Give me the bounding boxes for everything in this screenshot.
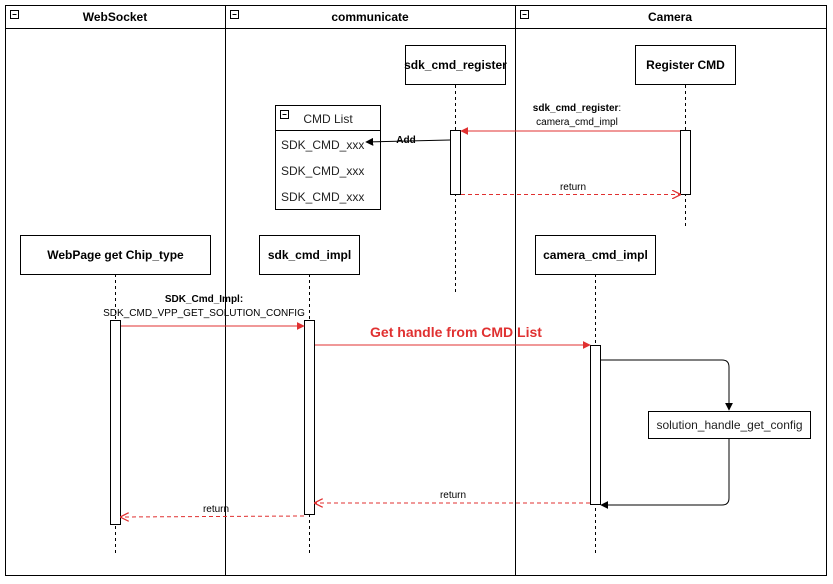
message-label-register-colon: : (618, 103, 621, 114)
minus-box-icon[interactable] (520, 10, 529, 19)
message-label-get-handle: Get handle from CMD List (370, 324, 542, 340)
message-arrow-return-webpage (121, 516, 305, 517)
message-label-return-camera: return (440, 490, 466, 501)
cmd-list-item: SDK_CMD_xxx (281, 190, 364, 204)
swimlanes (5, 5, 827, 576)
participant-webpage[interactable]: WebPage get Chip_type (20, 235, 211, 275)
participant-sdk-cmd-register[interactable]: sdk_cmd_register (404, 45, 507, 85)
lane-title-communicate: communicate (331, 10, 409, 24)
participant-label: camera_cmd_impl (543, 248, 648, 262)
self-call-arrow (601, 359, 733, 411)
participant-label: solution_handle_get_config (656, 418, 802, 432)
participant-solution-handle[interactable]: solution_handle_get_config (648, 411, 811, 439)
message-label-impl-arg: SDK_CMD_VPP_GET_SOLUTION_CONFIG (103, 308, 305, 319)
message-label-impl-name: SDK_Cmd_Impl: (165, 294, 243, 305)
minus-box-icon[interactable] (230, 10, 239, 19)
message-label-add: Add (396, 135, 415, 146)
cmd-list-title: CMD List (303, 112, 353, 126)
participant-label: sdk_cmd_impl (268, 248, 351, 262)
participant-label: sdk_cmd_register (404, 58, 507, 72)
minus-box-icon[interactable] (280, 110, 289, 119)
participant-label: WebPage get Chip_type (47, 248, 184, 262)
message-arrow-add (365, 137, 451, 146)
lane-title-camera: Camera (648, 10, 692, 24)
cmd-list-item: SDK_CMD_xxx (281, 164, 364, 178)
participant-label: Register CMD (646, 58, 725, 72)
minus-box-icon[interactable] (10, 10, 19, 19)
message-label-register-arg: camera_cmd_impl (536, 117, 618, 128)
cmd-list[interactable]: CMD List SDK_CMD_xxx SDK_CMD_xxx SDK_CMD… (275, 105, 381, 210)
activation-bars (110, 130, 691, 525)
lane-title-websocket: WebSocket (83, 10, 147, 24)
participant-sdk-cmd-impl[interactable]: sdk_cmd_impl (259, 235, 360, 275)
cmd-list-item: SDK_CMD_xxx (281, 138, 364, 152)
message-label-register-name: sdk_cmd_register (533, 103, 619, 114)
self-return-arrow (600, 439, 730, 509)
message-label-return-webpage: return (203, 504, 229, 515)
message-label-register: sdk_cmd_register: (533, 103, 621, 114)
participant-camera-cmd-impl[interactable]: camera_cmd_impl (535, 235, 656, 275)
participant-register-cmd[interactable]: Register CMD (635, 45, 736, 85)
message-label-return-register: return (560, 182, 586, 193)
